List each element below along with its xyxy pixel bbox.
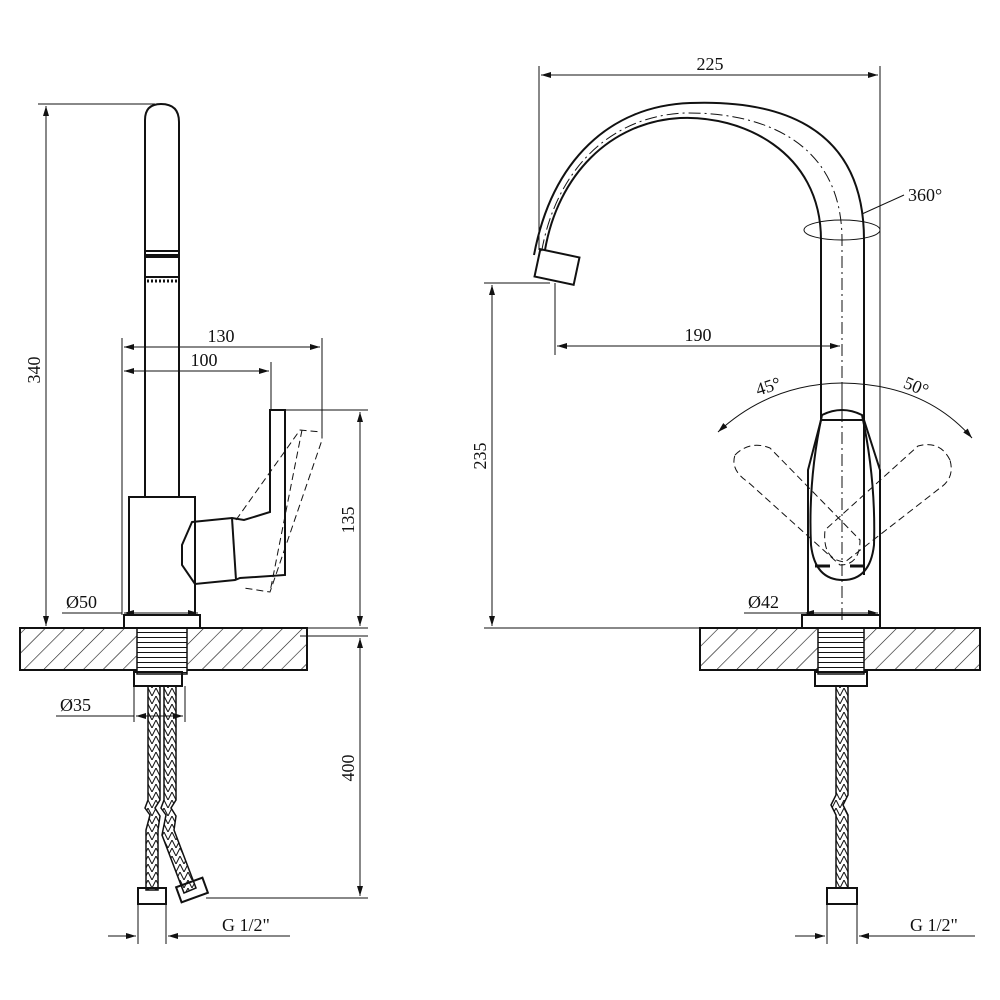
dim-height-total: 340 — [24, 357, 44, 384]
dim-spout-height: 235 — [470, 443, 490, 470]
faucet-body-side — [128, 496, 196, 616]
handle-ghost-right — [824, 444, 952, 563]
front-view: 45° 50° 360° 225 190 235 Ø42 — [470, 54, 981, 944]
gooseneck-spout — [544, 116, 822, 420]
hose-fitting-right — [174, 876, 210, 904]
dim-angle-left: 45° — [753, 373, 783, 400]
hose-front — [830, 685, 849, 889]
dim-hose-length: 400 — [338, 755, 358, 782]
dim-base-diameter-side: Ø50 — [66, 592, 97, 612]
hose-right — [160, 685, 197, 894]
shank-thread-front — [817, 627, 865, 675]
side-view: 340 130 100 135 400 Ø50 Ø35 — [19, 102, 368, 944]
handle-ghost-left — [733, 444, 861, 566]
hose-fitting-left — [137, 887, 167, 905]
dim-shank-diameter: Ø35 — [60, 695, 91, 715]
spout-tube-side — [144, 102, 180, 497]
aerator-front — [533, 247, 581, 287]
dim-angle-right: 50° — [901, 372, 932, 400]
hose-fitting-front — [826, 887, 858, 905]
dim-width-total: 225 — [697, 54, 724, 74]
lever-open-ghost — [235, 429, 323, 593]
spout-centerline — [540, 112, 843, 620]
dim-reach-outer: 130 — [208, 326, 235, 346]
gooseneck-spout-outer — [533, 101, 865, 575]
hose-left — [144, 685, 161, 891]
handle-front — [809, 409, 876, 582]
dim-rotation: 360° — [908, 185, 942, 205]
lever-side — [181, 409, 286, 586]
dim-spout-reach: 190 — [685, 325, 712, 345]
shank-thread-side — [136, 627, 188, 675]
dim-lever-height: 135 — [338, 507, 358, 534]
dim-base-diameter-front: Ø42 — [748, 592, 779, 612]
dim-connection-front: G 1/2" — [910, 915, 958, 935]
dim-connection-side: G 1/2" — [222, 915, 270, 935]
dim-reach-inner: 100 — [191, 350, 218, 370]
angle-arc-left — [717, 382, 843, 433]
angle-arc-right — [841, 382, 973, 439]
